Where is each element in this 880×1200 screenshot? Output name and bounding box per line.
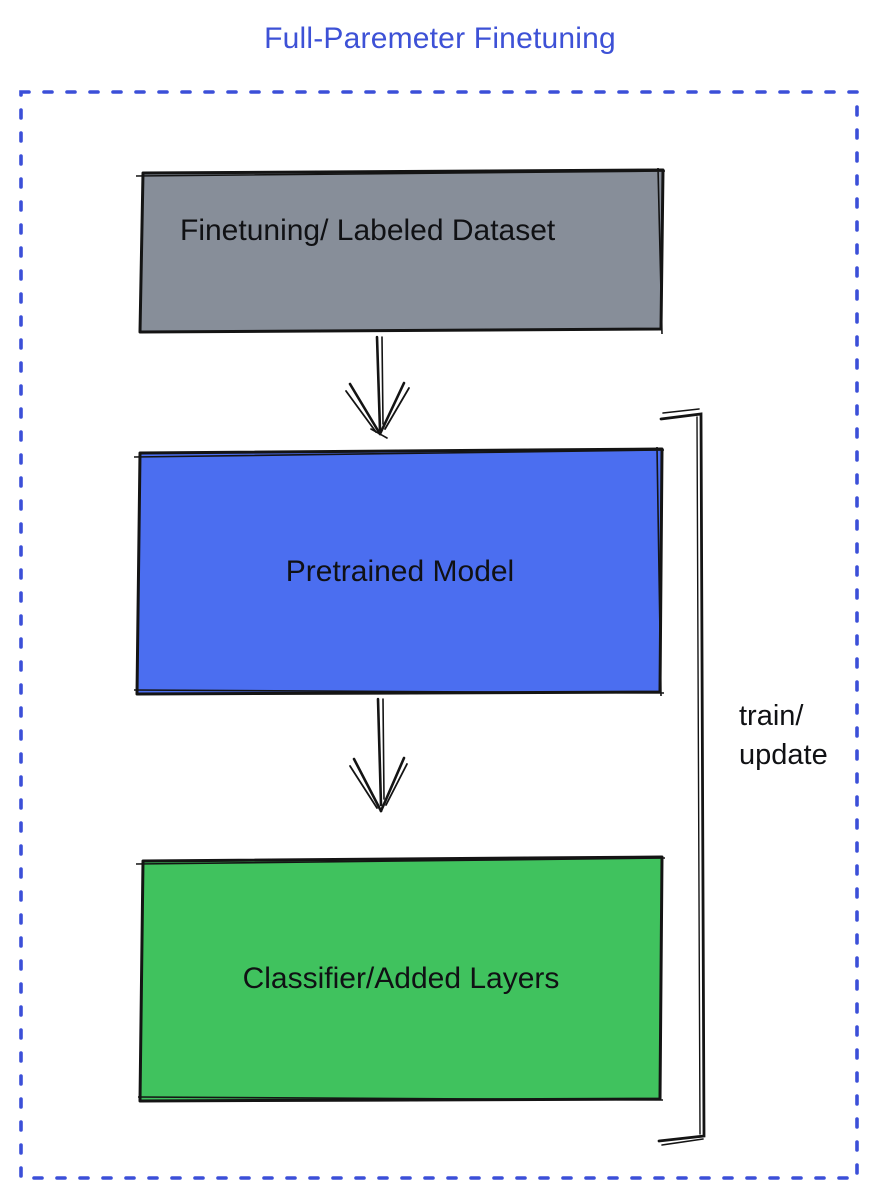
dashed-container-border <box>19 90 859 1180</box>
train-update-label: train/ update <box>739 700 828 771</box>
arrow-down-icon-2 <box>349 697 408 813</box>
pretrained-box <box>135 447 664 696</box>
dataset-box-sketch-stroke <box>135 167 666 335</box>
dataset-box-label: Finetuning/ Labeled Dataset <box>180 214 556 247</box>
dataset-box <box>138 168 665 334</box>
pretrained-box-label: Pretrained Model <box>285 554 515 588</box>
classifier-box <box>138 855 664 1103</box>
pretrained-box-sketch-stroke <box>133 446 665 697</box>
classifier-box-label: Classifier/Added Layers <box>242 962 560 995</box>
classifier-box-sketch-stroke <box>135 857 666 1101</box>
arrow-down-icon-1 <box>345 335 410 439</box>
diagram-title: Full-Paremeter Finetuning <box>264 22 616 55</box>
train-update-bracket <box>657 408 706 1146</box>
